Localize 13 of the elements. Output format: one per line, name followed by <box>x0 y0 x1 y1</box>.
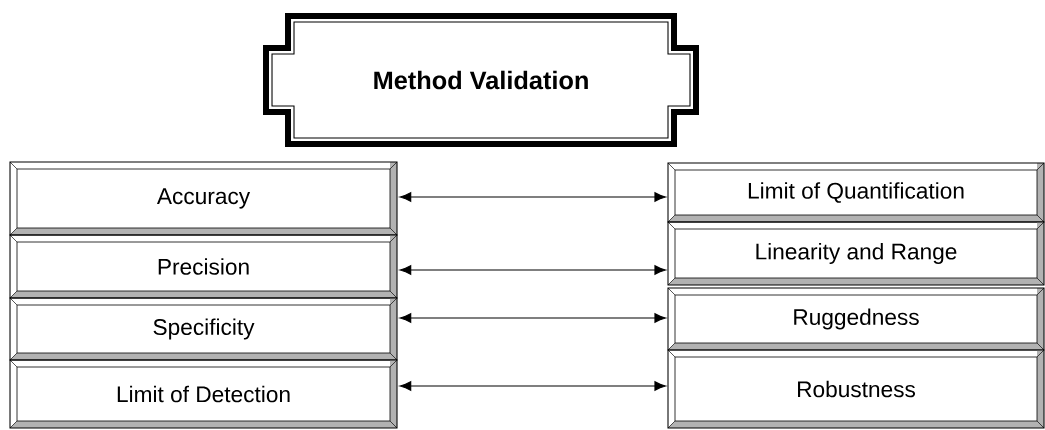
bevel-box: Limit of Quantification <box>667 162 1045 223</box>
bevel-box: Linearity and Range <box>667 221 1045 286</box>
double-arrow <box>399 313 666 323</box>
bevel-box: Specificity <box>9 297 398 361</box>
double-arrow <box>399 265 666 275</box>
double-arrow <box>399 381 666 391</box>
bevel-box: Ruggedness <box>667 287 1045 351</box>
double-arrow <box>399 192 666 202</box>
bevel-box: Precision <box>9 234 398 299</box>
bevel-box: Accuracy <box>9 161 398 236</box>
bevel-box: Robustness <box>667 349 1045 429</box>
bevel-box: Limit of Detection <box>9 359 398 429</box>
title-plaque: Method Validation <box>263 13 699 147</box>
